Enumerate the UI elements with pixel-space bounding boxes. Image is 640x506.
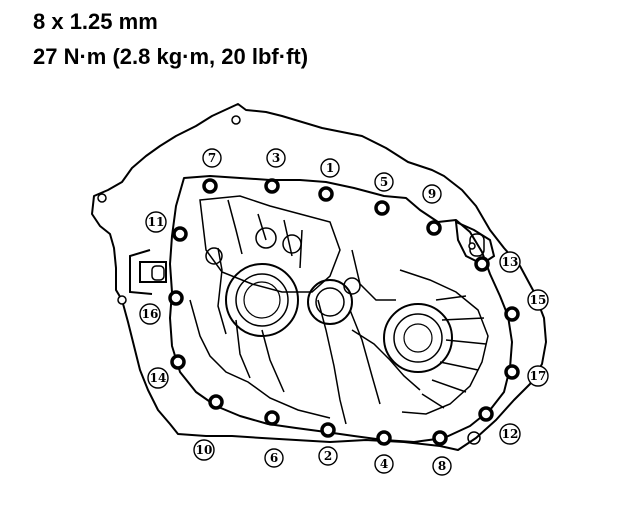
callout-3: 3 bbox=[266, 148, 286, 168]
torque-spec-text: 27 N·m (2.8 kg·m, 20 lbf·ft) bbox=[33, 44, 309, 69]
bolt-8 bbox=[432, 430, 448, 446]
bolt-2 bbox=[320, 422, 336, 438]
svg-text:12: 12 bbox=[502, 427, 519, 441]
callout-9: 9 bbox=[422, 184, 442, 204]
left-mounting-tab bbox=[129, 249, 167, 295]
callout-2: 2 bbox=[318, 446, 338, 466]
bolt-9 bbox=[426, 220, 442, 236]
bolt-5 bbox=[374, 200, 390, 216]
svg-text:1: 1 bbox=[326, 161, 334, 175]
bolt-callouts: 1 2 3 4 5 6 7 8 9 10 11 12 13 14 15 16 1… bbox=[139, 148, 549, 476]
small-bores bbox=[205, 227, 481, 445]
callout-8: 8 bbox=[432, 456, 452, 476]
bolt-11 bbox=[172, 226, 188, 242]
main-bearing-bore bbox=[225, 263, 299, 337]
bolt-1 bbox=[318, 186, 334, 202]
svg-text:2: 2 bbox=[324, 449, 332, 463]
bolt-7 bbox=[202, 178, 218, 194]
callout-6: 6 bbox=[264, 448, 284, 468]
svg-text:6: 6 bbox=[270, 451, 278, 465]
bolt-6 bbox=[264, 410, 280, 426]
bolt-13 bbox=[474, 256, 490, 272]
bolt-10 bbox=[208, 394, 224, 410]
callout-15: 15 bbox=[527, 289, 549, 311]
bolt-4 bbox=[376, 430, 392, 446]
svg-text:13: 13 bbox=[502, 255, 519, 269]
svg-text:7: 7 bbox=[208, 151, 216, 165]
countershaft-bore bbox=[307, 279, 353, 325]
differential-bore bbox=[383, 303, 453, 373]
bolt-14 bbox=[170, 354, 186, 370]
callout-16: 16 bbox=[139, 303, 161, 325]
callout-7: 7 bbox=[202, 148, 222, 168]
callout-11: 11 bbox=[145, 211, 167, 233]
svg-text:4: 4 bbox=[380, 457, 388, 471]
svg-text:15: 15 bbox=[530, 293, 547, 307]
svg-text:10: 10 bbox=[196, 443, 213, 457]
callout-10: 10 bbox=[193, 439, 215, 461]
internal-castings bbox=[189, 195, 489, 425]
callout-1: 1 bbox=[320, 158, 340, 178]
callout-13: 13 bbox=[499, 251, 521, 273]
svg-text:16: 16 bbox=[142, 307, 159, 321]
bolt-15 bbox=[504, 306, 520, 322]
callout-4: 4 bbox=[374, 454, 394, 474]
svg-text:9: 9 bbox=[428, 187, 436, 201]
svg-text:17: 17 bbox=[530, 369, 547, 383]
callout-17: 17 bbox=[527, 365, 549, 387]
bolt-markers bbox=[168, 178, 520, 446]
callout-14: 14 bbox=[147, 367, 169, 389]
callout-5: 5 bbox=[374, 172, 394, 192]
tab-slot bbox=[151, 265, 165, 281]
svg-text:8: 8 bbox=[438, 459, 446, 473]
svg-text:5: 5 bbox=[380, 175, 388, 189]
bolt-3 bbox=[264, 178, 280, 194]
callout-12: 12 bbox=[499, 423, 521, 445]
bolt-17 bbox=[504, 364, 520, 380]
svg-text:11: 11 bbox=[148, 215, 165, 229]
bolt-12 bbox=[478, 406, 494, 422]
thread-size-text: 8 x 1.25 mm bbox=[33, 9, 158, 34]
svg-text:14: 14 bbox=[150, 371, 167, 385]
outer-dowel-holes bbox=[97, 115, 476, 305]
housing-outer-outline bbox=[91, 103, 547, 451]
svg-text:3: 3 bbox=[272, 151, 280, 165]
bolt-16 bbox=[168, 290, 184, 306]
